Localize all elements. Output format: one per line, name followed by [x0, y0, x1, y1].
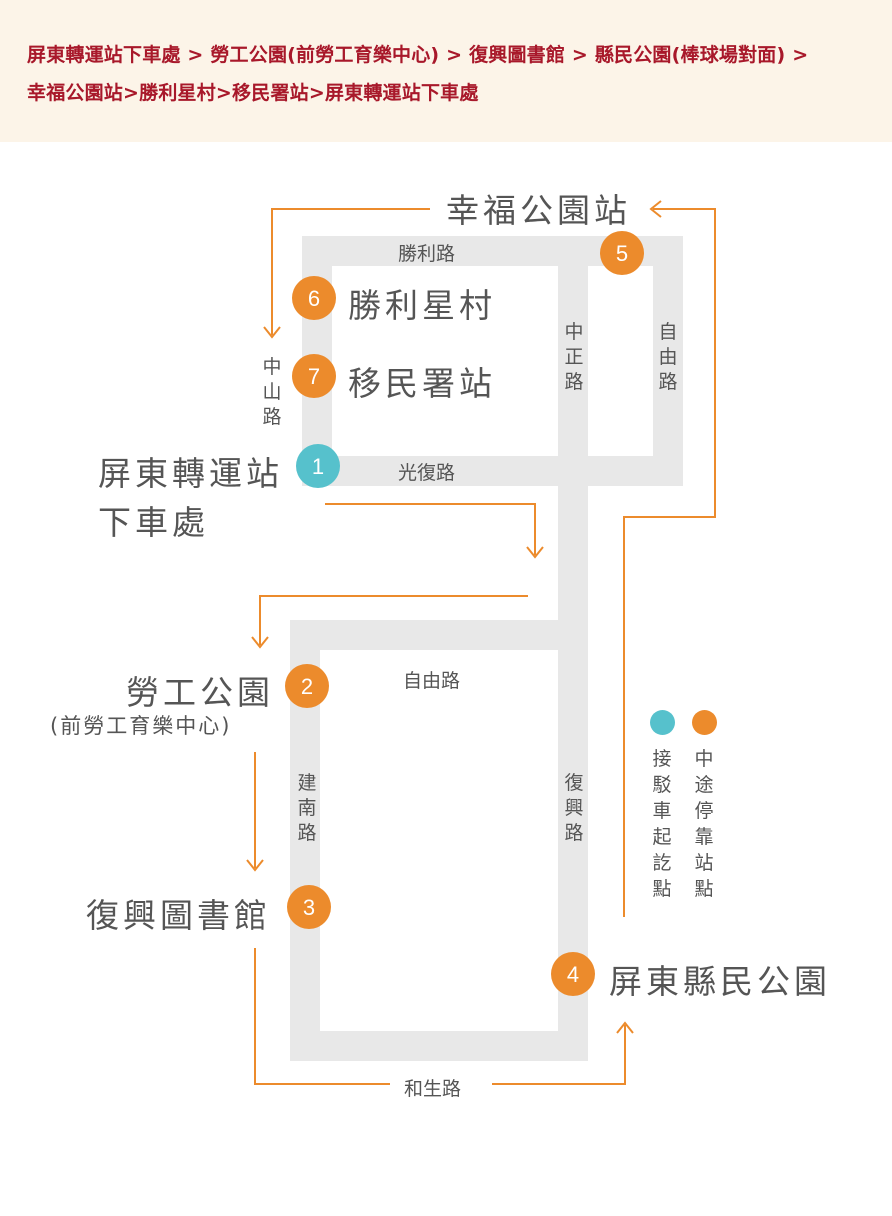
route-summary-line-2: 幸福公園站>勝利星村>移民署站>屏東轉運站下車處 [27, 82, 479, 104]
svg-text:4: 4 [567, 962, 579, 987]
svg-text:2: 2 [301, 674, 313, 699]
stop-name-2-subtitle: (前勞工育樂中心) [50, 714, 232, 738]
road-ziyou-north [653, 236, 683, 486]
svg-text:6: 6 [308, 286, 320, 311]
legend-start-label: 接駁車起訖點 [652, 748, 672, 900]
route-segment-5-6 [271, 208, 430, 335]
route-arrowhead [246, 859, 264, 872]
stop-name-1-line1: 屏東轉運站 [98, 454, 283, 493]
stop-marker-5: 5 [600, 231, 644, 275]
stop-name-2: 勞工公園 [126, 673, 274, 712]
road-hesheng [290, 1031, 588, 1061]
route-path [246, 200, 716, 1085]
road-zhongzheng [558, 236, 588, 486]
route-arrowhead [251, 636, 269, 649]
stop-name-5: 幸福公園站 [446, 191, 631, 230]
stop-markers: 1 2 3 4 5 6 7 [285, 231, 644, 996]
svg-text:5: 5 [616, 241, 628, 266]
road-label-guangfu: 光復路 [398, 462, 456, 484]
road-label-hesheng: 和生路 [404, 1078, 462, 1100]
road-label-zhongzheng: 中正路 [564, 321, 584, 393]
legend-start-dot [650, 710, 675, 735]
route-segment-1-2b [259, 595, 528, 645]
road-label-shengli: 勝利路 [398, 243, 456, 265]
route-segment-4-5 [623, 208, 716, 917]
route-arrowhead [263, 326, 281, 339]
stop-name-6: 勝利星村 [348, 286, 496, 325]
stop-marker-7: 7 [292, 354, 336, 398]
route-segment-3-4b [492, 1025, 626, 1085]
stop-marker-2: 2 [285, 664, 329, 708]
stop-name-4: 屏東縣民公園 [609, 962, 831, 1001]
stop-marker-3: 3 [287, 885, 331, 929]
route-arrowhead [616, 1021, 634, 1034]
svg-text:7: 7 [308, 364, 320, 389]
stop-name-7: 移民署站 [348, 364, 496, 403]
stop-marker-6: 6 [292, 276, 336, 320]
svg-text:3: 3 [303, 895, 315, 920]
route-summary-line-1: 屏東轉運站下車處 > 勞工公園(前勞工育樂中心) > 復興圖書館 > 縣民公園(… [27, 44, 809, 66]
road-label-fuxing: 復興路 [564, 772, 584, 844]
route-arrowhead [649, 200, 662, 218]
stop-marker-1: 1 [296, 444, 340, 488]
route-segment-3-4a [254, 948, 390, 1085]
legend-mid-dot [692, 710, 717, 735]
route-arrowhead [526, 546, 544, 559]
route-segment-1-2a [325, 503, 536, 555]
road-ziyou-south [290, 620, 588, 650]
road-label-jiannan: 建南路 [297, 772, 317, 844]
legend-mid-label: 中途停靠站點 [694, 748, 714, 900]
road-label-ziyou-south: 自由路 [403, 670, 461, 692]
stop-marker-4: 4 [551, 952, 595, 996]
road-label-ziyou-north: 自由路 [658, 321, 678, 393]
road-label-zhongshan: 中山路 [262, 356, 282, 428]
stop-name-3: 復興圖書館 [86, 896, 271, 935]
route-summary-banner: 屏東轉運站下車處 > 勞工公園(前勞工育樂中心) > 復興圖書館 > 縣民公園(… [0, 0, 892, 142]
svg-text:1: 1 [312, 454, 324, 479]
road-guangfu [302, 456, 683, 486]
stop-name-1-line2: 下車處 [98, 503, 209, 542]
